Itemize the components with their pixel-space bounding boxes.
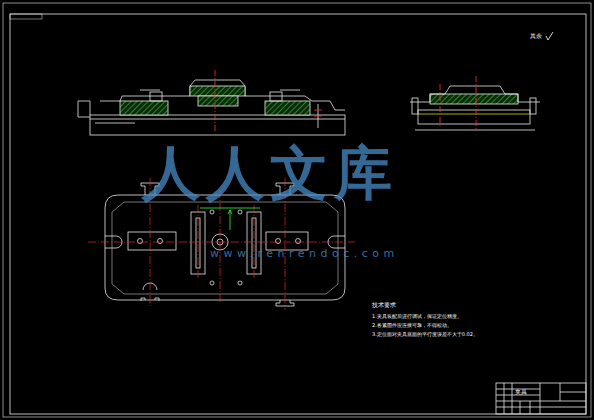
note-text: 其余 [530, 33, 542, 40]
side-view [410, 76, 540, 130]
drawing-title: 夹具 [515, 389, 527, 396]
roughness-symbol [546, 32, 553, 40]
drawing-frame [10, 14, 586, 414]
note-text: 1.夹具装配后进行调试，保证定位精度。 [372, 314, 462, 320]
note-text: 2.各紧固件应连接可靠，不得松动。 [372, 323, 452, 329]
watermark: www.renrendoc.com [210, 248, 399, 261]
sheet-border [3, 3, 591, 417]
note-text: 3.定位面对夹具底面的平行度误差不大于0.02。 [372, 332, 478, 338]
note-heading: 技术要求 [372, 302, 396, 308]
front-view [78, 70, 345, 135]
title-block [496, 383, 586, 414]
watermark: 人人文库 [142, 140, 398, 207]
